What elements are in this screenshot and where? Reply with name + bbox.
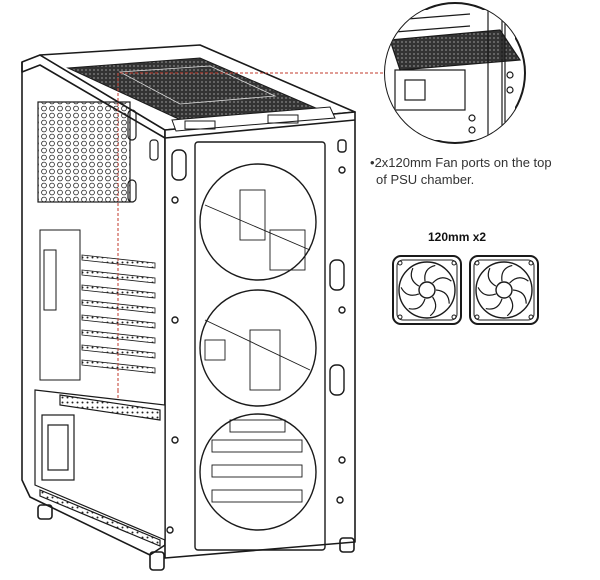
fan-quantity-label: 120mm x2 (428, 230, 487, 244)
front-fan-opening-2 (199, 289, 317, 407)
expansion-slot (81, 284, 156, 299)
case-foot (149, 551, 165, 571)
fan-blade (477, 287, 497, 296)
front-fan-opening-3 (199, 413, 317, 531)
fan-blade (512, 289, 527, 304)
fan-blade (501, 264, 513, 282)
fan-blade (424, 264, 436, 282)
case-foot (339, 537, 355, 553)
rear-fan-vent (37, 101, 131, 203)
expansion-slots (39, 229, 156, 381)
fan-blade (432, 277, 452, 284)
case-foot (37, 504, 53, 520)
fan-blade (435, 289, 450, 304)
expansion-slot (81, 269, 156, 284)
caption-line-1: 2x120mm Fan ports on the top (374, 155, 552, 170)
fan-icons (392, 255, 539, 325)
expansion-slot (81, 329, 156, 344)
zoom-detail (384, 2, 526, 144)
caption-line-2: of PSU chamber. (376, 172, 475, 187)
fan-port-caption: •2x120mm Fan ports on the top of PSU cha… (370, 154, 595, 188)
fan-blade (487, 267, 497, 287)
fan-blade (410, 267, 420, 287)
expansion-slot (81, 314, 156, 329)
fan-blade (509, 277, 529, 284)
rear-details (127, 109, 159, 203)
expansion-slot (81, 344, 156, 359)
fan-blade (506, 296, 514, 317)
leader-lines (117, 72, 388, 400)
fan-blade (429, 296, 437, 317)
expansion-slot (81, 254, 156, 269)
fan-2-icon (469, 255, 539, 325)
top-mesh-area (66, 57, 336, 132)
front-panel-details (166, 139, 347, 551)
expansion-slot (81, 299, 156, 314)
caption-bullet: • (370, 155, 375, 170)
fan-1-icon (392, 255, 462, 325)
expansion-slot (81, 359, 156, 374)
front-fan-opening-1 (199, 163, 317, 281)
fan-blade (485, 298, 503, 310)
psu-chamber (34, 389, 166, 547)
fan-blade (408, 298, 426, 310)
fan-blade (400, 287, 420, 296)
